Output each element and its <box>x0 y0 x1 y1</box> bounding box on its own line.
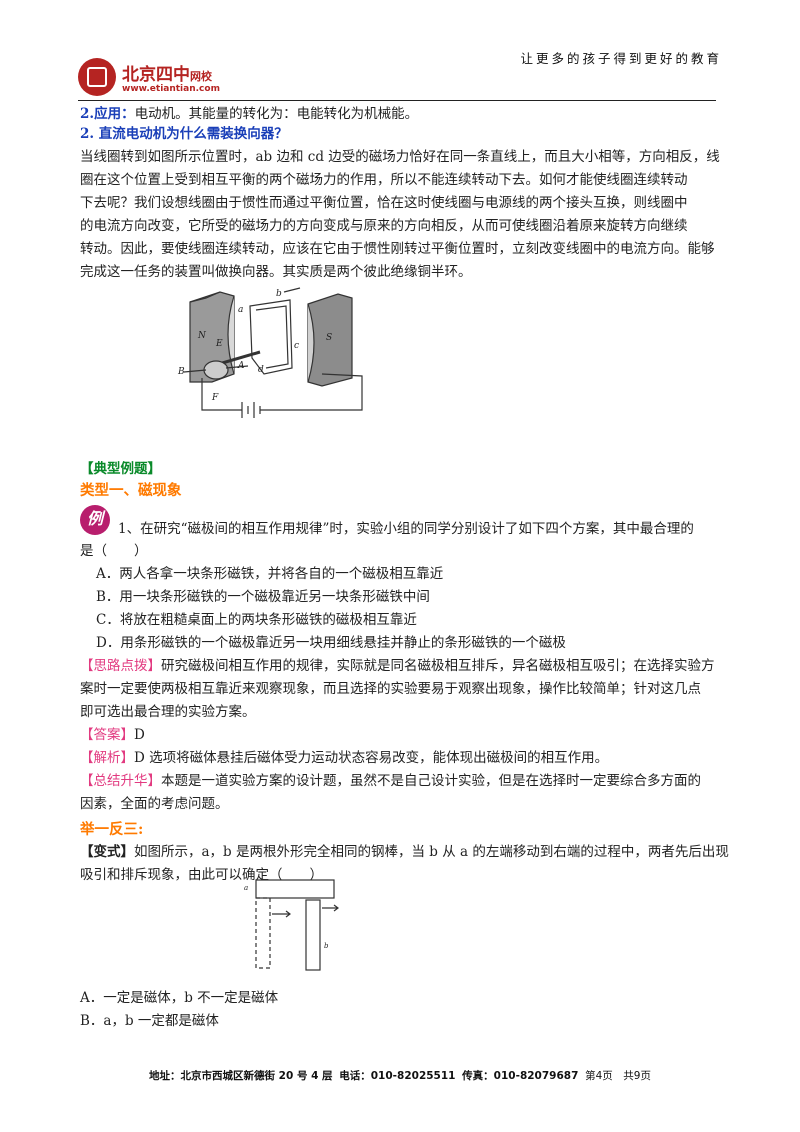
question-line-1: 1、在研究“磁极间的相互作用规律”时，实验小组的同学分别设计了如下四个方案，其中… <box>118 521 694 537</box>
option-a: A．两人各拿一块条形磁铁，并将各自的一个磁极相互靠近 <box>96 566 444 582</box>
footer-address: 地址：北京市西城区新德街 20 号 4 层 <box>149 1070 333 1082</box>
hint-line-2: 案时一定要使两极相互靠近来观察现象，而且选择的实验要易于观察出现象，操作比较简单… <box>80 681 701 697</box>
option-d: D．用条形磁铁的一个磁极靠近另一块用细线悬挂并静止的条形磁铁的一个磁极 <box>96 635 566 651</box>
page-footer: 地址：北京市西城区新德街 20 号 4 层 电话：010-82025511 传真… <box>0 1068 800 1083</box>
label-d: d <box>258 365 264 375</box>
bar-label-b: b <box>324 942 329 950</box>
hint-line-1: 【思路点拨】研究磁极间相互作用的规律，实际就是同名磁极相互排斥，异名磁极相互吸引… <box>80 658 715 674</box>
commutator-text-6: 完成这一任务的装置叫做换向器。其实质是两个彼此绝缘铜半环。 <box>80 264 472 280</box>
label-s: S <box>326 333 332 343</box>
variation-line-1: 【变式】如图所示，a，b 是两根外形完全相同的钢棒，当 b 从 a 的左端移动到… <box>80 844 729 860</box>
typical-examples-heading: 【典型例题】 <box>80 461 161 477</box>
variation-line-2: 吸引和排斥现象，由此可以确定（ ） <box>80 867 323 883</box>
label-b: b <box>276 289 282 299</box>
label-B: B <box>177 367 185 377</box>
header-divider <box>78 100 716 101</box>
steel-bars-figure: a b <box>244 879 339 971</box>
application-line: 2.应用：电动机。其能量的转化为：电能转化为机械能。 <box>80 106 419 122</box>
answer-line: 【答案】D <box>80 727 145 743</box>
logo-name: 北京四中网校 <box>122 65 212 85</box>
logo-url: www.etiantian.com <box>122 84 220 94</box>
commutator-text-2: 圈在这个位置上受到相互平衡的两个磁场力的作用，所以不能连续转动下去。如何才能使线… <box>80 172 688 188</box>
school-logo: 北京四中网校 www.etiantian.com <box>78 56 258 100</box>
question-line-2: 是（ ） <box>80 543 148 559</box>
bar-label-a: a <box>244 884 248 892</box>
example-badge: 例 <box>80 505 110 535</box>
option-b: B．用一块条形磁铁的一个磁极靠近另一块条形磁铁中间 <box>96 589 430 605</box>
label-e: E <box>215 339 223 349</box>
commutator-text-5: 转动。因此，要使线圈连续转动，应该在它由于惯性刚转过平衡位置时，立刻改变线圈中的… <box>80 241 715 257</box>
commutator-text-1: 当线圈转到如图所示位置时，ab 边和 cd 边受的磁场力恰好在同一条直线上，而且… <box>80 149 720 165</box>
commutator-text-4: 的电流方向改变，它所受的磁场力的方向变成与原来的方向相反，从而可使线圈沿着原来旋… <box>80 218 688 234</box>
variation-heading: 举一反三: <box>80 821 144 838</box>
footer-page-number: 第4页 共9页 <box>585 1070 651 1082</box>
option-c: C．将放在粗糙桌面上的两块条形磁铁的磁极相互靠近 <box>96 612 417 628</box>
logo-emblem-icon <box>78 58 116 96</box>
summary-line-1: 【总结升华】本题是一道实验方案的设计题，虽然不是自己设计实验，但是在选择时一定要… <box>80 773 701 789</box>
label-A: A <box>237 361 245 371</box>
footer-phone: 电话：010-82025511 <box>339 1070 456 1082</box>
footer-fax: 传真：010-82079687 <box>462 1070 579 1082</box>
label-n: N <box>197 331 207 341</box>
summary-line-2: 因素，全面的考虑问题。 <box>80 796 229 812</box>
hint-line-3: 即可选出最合理的实验方案。 <box>80 704 256 720</box>
label-c: c <box>294 341 299 351</box>
header-slogan: 让更多的孩子得到更好的教育 <box>520 51 722 66</box>
variation-option-b: B．a，b 一定都是磁体 <box>80 1013 219 1029</box>
label-f: F <box>211 393 219 403</box>
commutator-heading: 2. 直流电动机为什么需装换向器？ <box>80 126 288 142</box>
label-a: a <box>238 305 243 315</box>
analysis-line: 【解析】D 选项将磁体悬挂后磁体受力运动状态容易改变，能体现出磁极间的相互作用。 <box>80 750 609 766</box>
commutator-text-3: 下去呢？我们设想线圈由于惯性而通过平衡位置，恰在这时使线圈与电源线的两个接头互换… <box>80 195 688 211</box>
type-one-heading: 类型一、磁现象 <box>80 482 182 499</box>
dc-motor-figure: N S E a b c d B A F <box>177 287 363 418</box>
variation-option-a: A．一定是磁体，b 不一定是磁体 <box>80 990 279 1006</box>
